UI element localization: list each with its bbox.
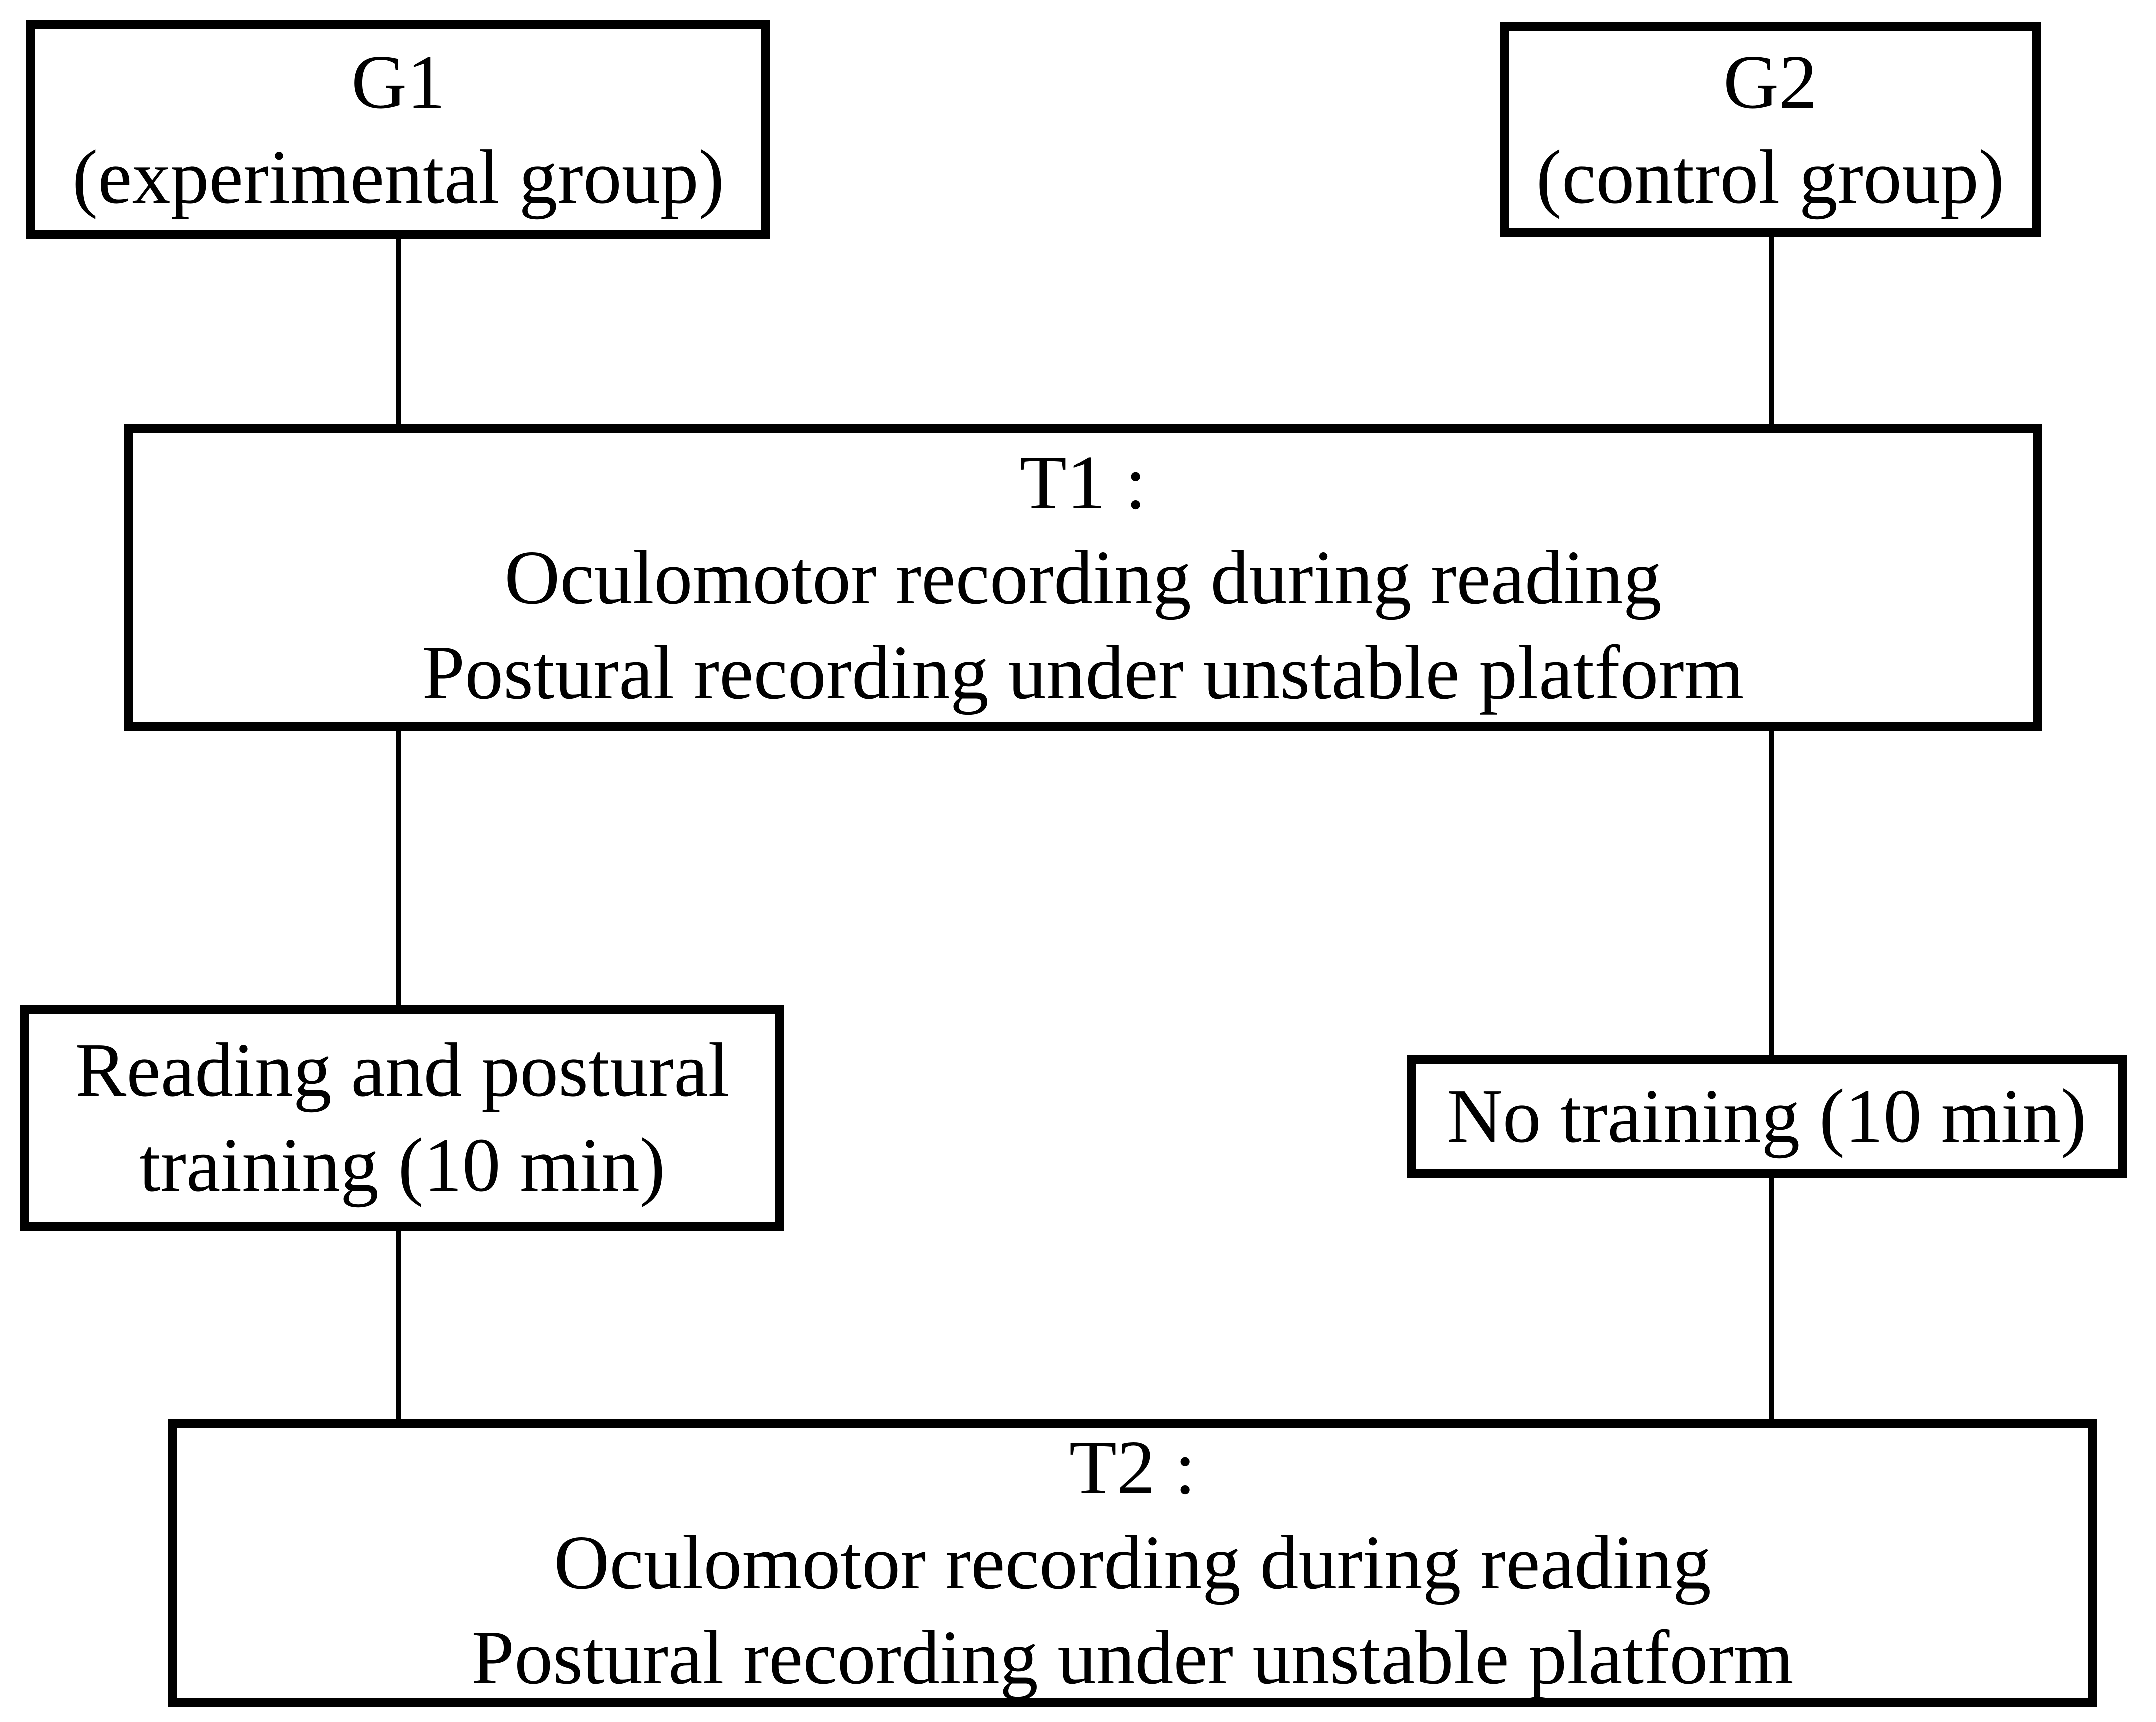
t2-postural-line: Postural recording under unstable platfo…: [471, 1615, 1794, 1700]
t2-oculomotor-line: Oculomotor recording during reading: [554, 1520, 1711, 1605]
reading-postural-training-box: Reading and postural training (10 min): [20, 1005, 784, 1231]
connector-no-training-to-t2: [1769, 1177, 1774, 1420]
connector-training-to-t2: [396, 1230, 401, 1420]
connector-g1-to-t1: [396, 239, 401, 425]
t1-postural-line: Postural recording under unstable platfo…: [422, 630, 1744, 715]
t1-label: T1 :: [1019, 440, 1147, 525]
no-training-label: No training (10 min): [1447, 1074, 2087, 1159]
t2-recording-box: T2 : Oculomotor recording during reading…: [168, 1419, 2097, 1707]
training-line-1: Reading and postural: [75, 1028, 730, 1113]
g2-sublabel: (control group): [1536, 135, 2005, 220]
g1-sublabel: (experimental group): [72, 135, 725, 220]
t1-recording-box: T1 : Oculomotor recording during reading…: [124, 424, 2042, 731]
g2-control-group-box: G2 (control group): [1500, 22, 2041, 237]
connector-t1-to-training: [396, 730, 401, 1006]
connector-t1-to-no-training: [1769, 730, 1774, 1056]
t2-label: T2 :: [1069, 1425, 1196, 1510]
g1-experimental-group-box: G1 (experimental group): [26, 20, 770, 239]
connector-g2-to-t1: [1769, 237, 1774, 425]
training-line-2: training (10 min): [139, 1123, 666, 1208]
g1-label: G1: [351, 40, 446, 125]
no-training-box: No training (10 min): [1407, 1055, 2127, 1178]
t1-oculomotor-line: Oculomotor recording during reading: [504, 535, 1662, 620]
g2-label: G2: [1723, 40, 1818, 125]
